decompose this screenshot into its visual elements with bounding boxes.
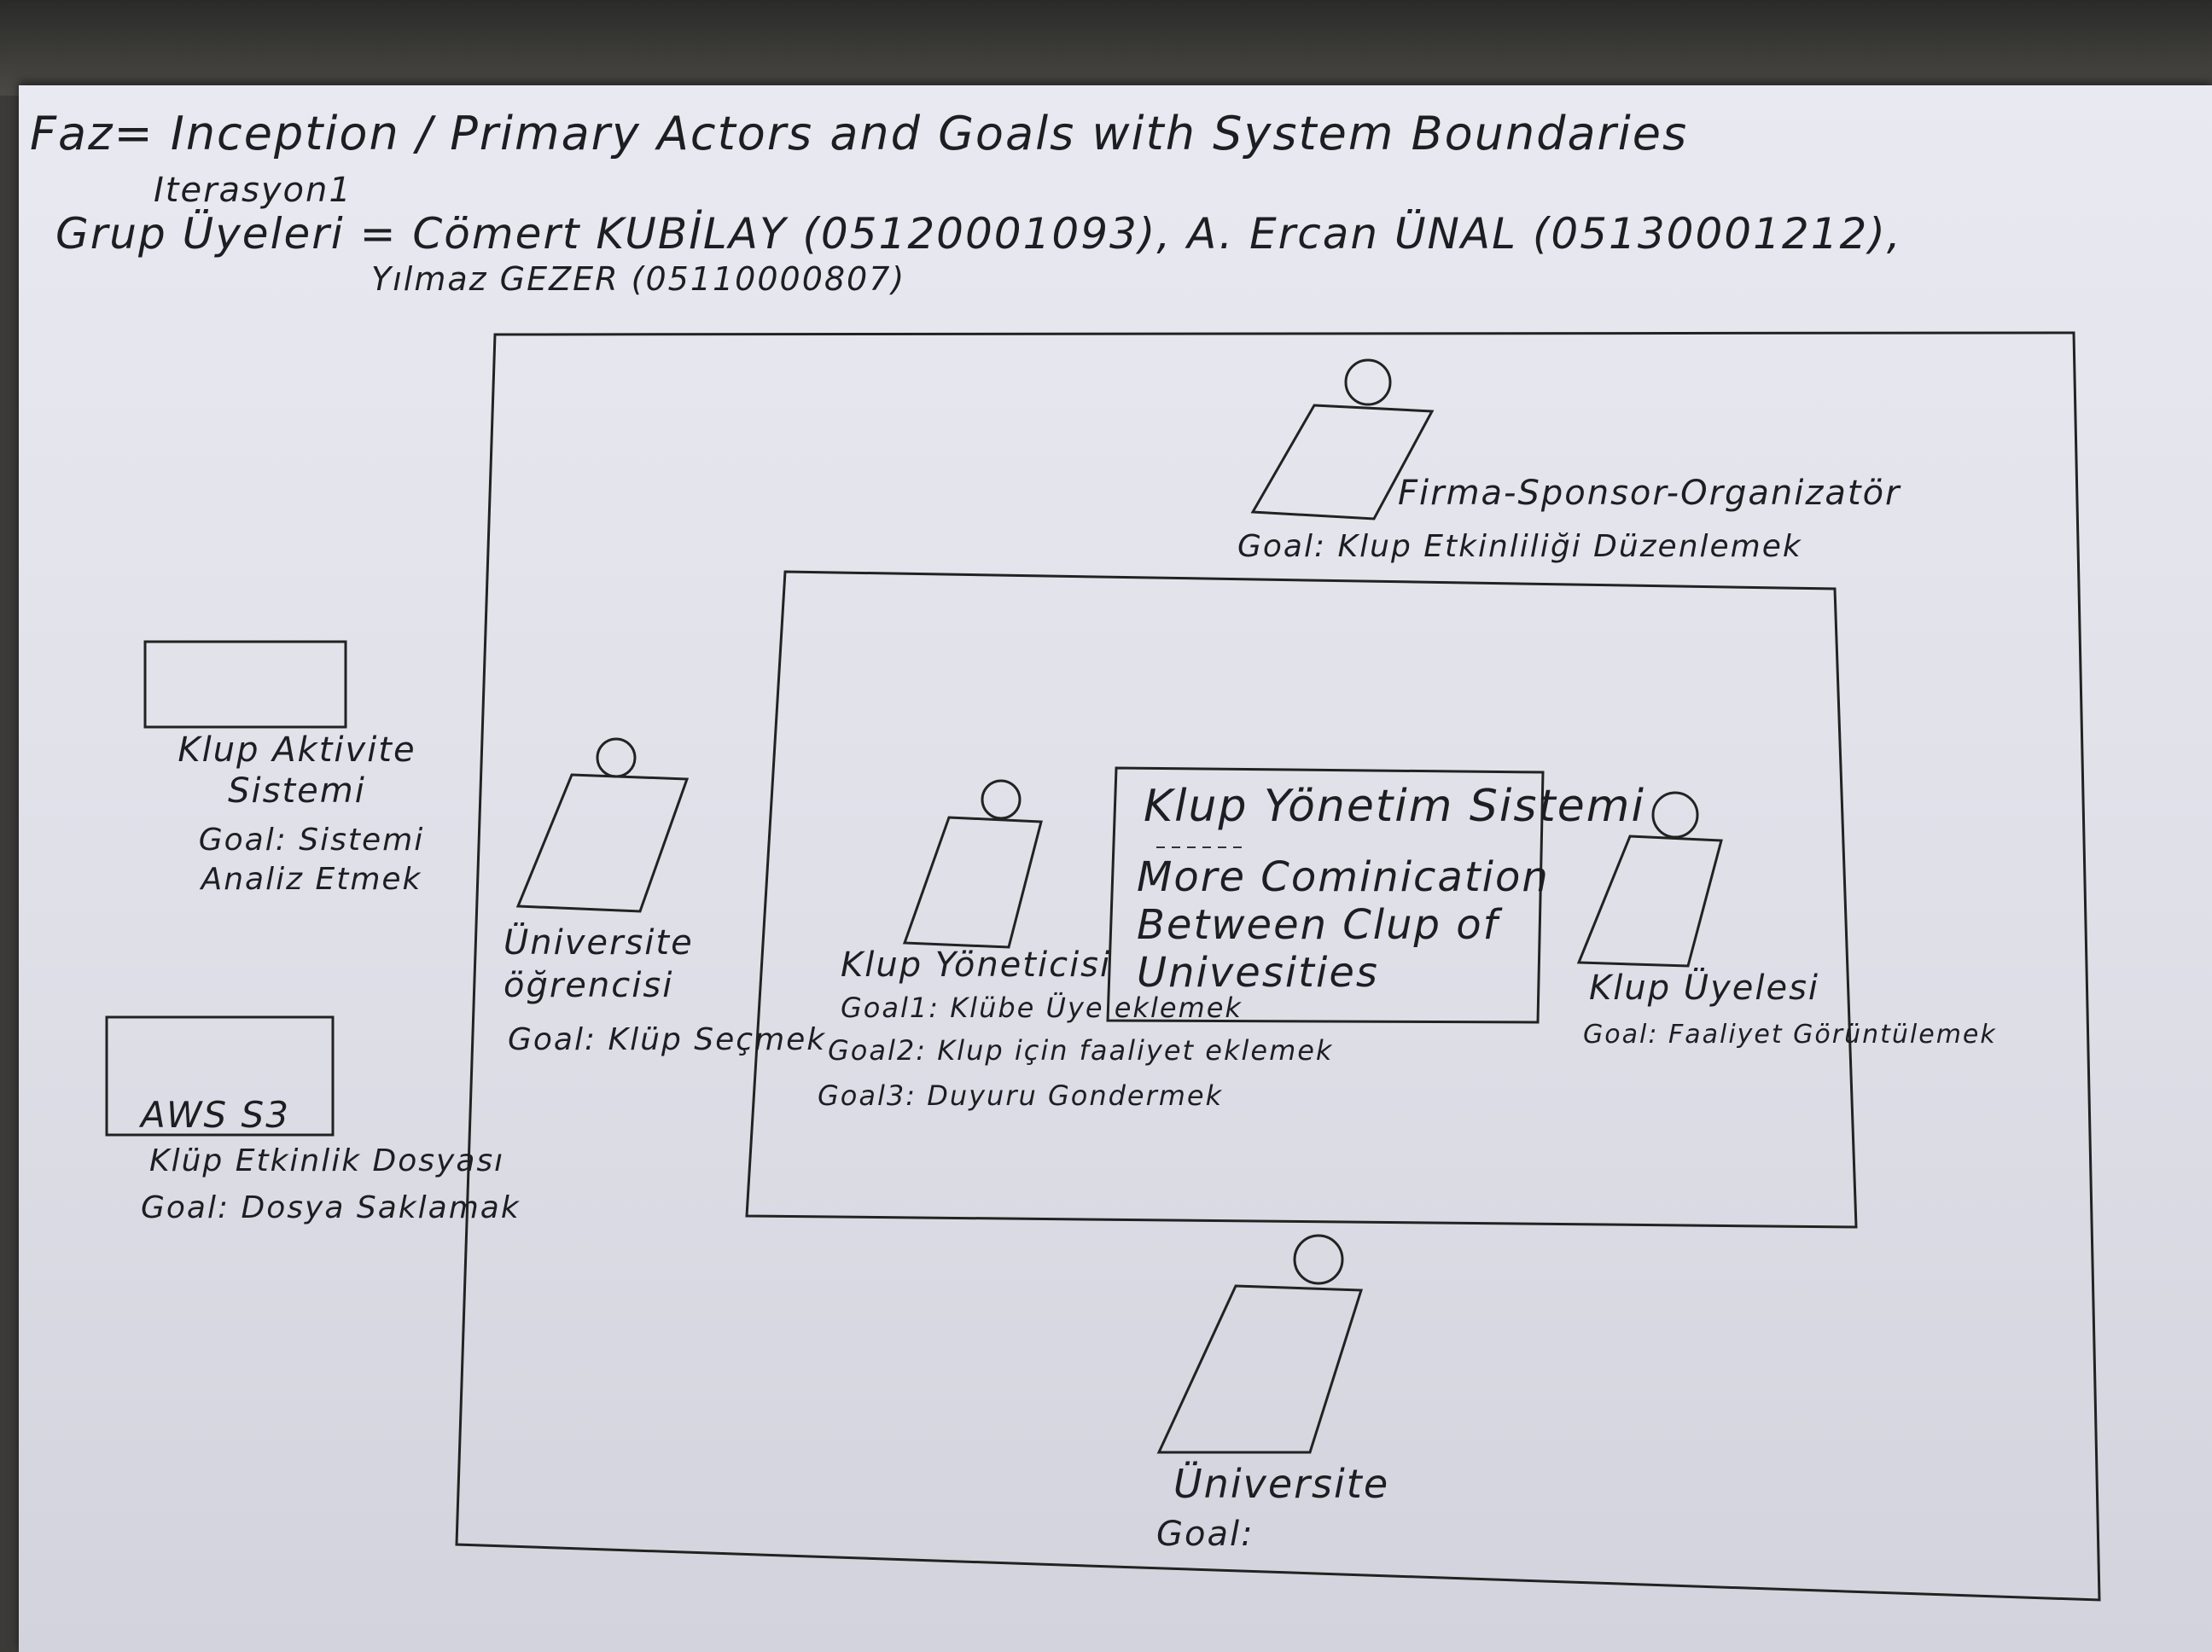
manager-goal-2: Goal2: Klup için faaliyet eklemek [828, 1034, 1334, 1067]
manager-name: Klup Yöneticisi [841, 945, 1112, 985]
s3-goal: Goal: Dosya Saklamak [141, 1190, 521, 1225]
university-actor-icon [1156, 1234, 1364, 1454]
student-goal: Goal: Klüp Seçmek [508, 1022, 827, 1057]
activity-system-name: Klup Aktivite Sistemi [178, 730, 416, 811]
student-actor-icon [515, 737, 690, 913]
student-name: Üniversite öğrencisi [504, 923, 694, 1005]
university-goal: Goal: [1156, 1515, 1254, 1554]
iteration-label: Iterasyon1 [154, 171, 352, 210]
manager-goal-1: Goal1: Klübe Üye eklemek [841, 992, 1243, 1024]
activity-system-box [143, 640, 347, 729]
sponsor-name: Firma-Sponsor-Organizatör [1398, 474, 1901, 513]
paper-sheet [19, 85, 2212, 1652]
university-name: Üniversite [1173, 1461, 1390, 1507]
s3-box [105, 1015, 335, 1137]
system-name: Klup Yönetim Sistemi [1144, 781, 1645, 832]
sponsor-goal: Goal: Klup Etkinliliği Düzenlemek [1237, 529, 1802, 564]
phase-title: Faz= Inception / Primary Actors and Goal… [30, 107, 1689, 160]
manager-goal-3: Goal3: Duyuru Gondermek [818, 1079, 1224, 1112]
system-box [1106, 766, 1545, 1024]
member-actor-icon [1576, 791, 1723, 968]
system-description: More Cominication Between Clup of Unives… [1137, 853, 1550, 997]
manager-actor-icon [902, 779, 1043, 949]
member-goal: Goal: Faaliyet Görüntülemek [1583, 1020, 1997, 1050]
outer-boundary [455, 331, 2101, 1602]
activity-system-goal: Goal: Sistemi Analiz Etmek [198, 823, 425, 897]
member-name: Klup Üyelesi [1589, 969, 1820, 1008]
desk-background [0, 0, 2212, 96]
group-members-line1: Grup Üyeleri = Cömert KUBİLAY (051200010… [55, 209, 1902, 259]
s3-name: Klüp Etkinlik Dosyası [149, 1143, 505, 1178]
sponsor-actor-icon [1250, 358, 1435, 521]
group-members-line2: Yılmaz GEZER (05110000807) [371, 260, 906, 298]
s3-box-label: AWS S3 [141, 1094, 290, 1136]
inner-boundary [745, 570, 1858, 1229]
